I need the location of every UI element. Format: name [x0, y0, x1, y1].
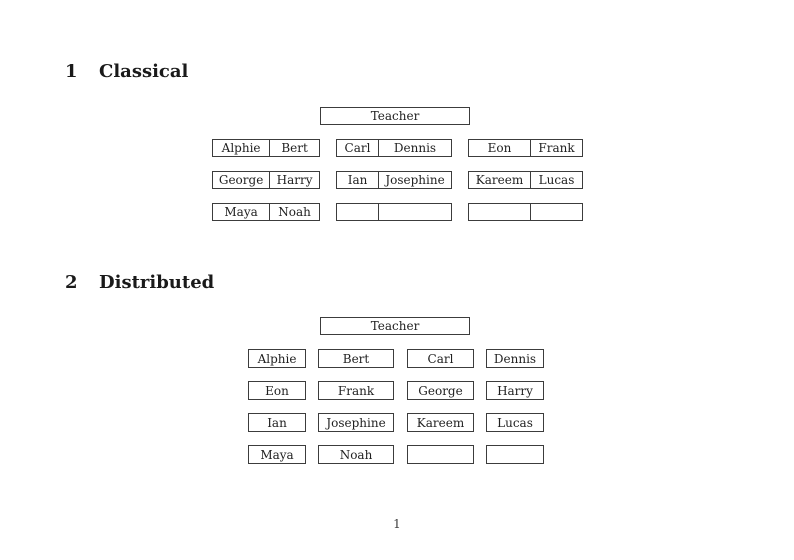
section-heading-distributed: 2 Distributed: [65, 272, 214, 294]
desk-seat: Lucas: [530, 172, 582, 188]
section-heading-classical: 1 Classical: [65, 61, 188, 83]
section-number: 2: [65, 272, 78, 293]
desk-table: Maya Noah: [212, 203, 320, 221]
desk-seat: George: [218, 173, 264, 187]
student-box: Eon: [248, 381, 306, 400]
desk-seat: Dennis: [378, 140, 451, 156]
desk-table-empty: [336, 203, 452, 221]
student-box: Lucas: [486, 413, 544, 432]
teacher-box: Teacher: [320, 107, 470, 125]
desk-seat-empty: [378, 204, 451, 220]
desk-table: Kareem Lucas: [468, 171, 583, 189]
desk-seat: Carl: [344, 141, 371, 155]
student-box: Maya: [248, 445, 306, 464]
section-title: Distributed: [99, 272, 215, 293]
desk-seat: Alphie: [221, 141, 261, 155]
section-title: Classical: [99, 61, 189, 82]
section-number: 1: [65, 61, 78, 82]
student-box: Kareem: [407, 413, 474, 432]
desk-table-empty: [468, 203, 583, 221]
desk-seat: Kareem: [475, 173, 524, 187]
desk-seat: Maya: [224, 205, 258, 219]
student-box: Frank: [318, 381, 394, 400]
student-box: Dennis: [486, 349, 544, 368]
student-box: Carl: [407, 349, 474, 368]
page-number: 1: [393, 517, 401, 531]
desk-seat: Bert: [269, 140, 319, 156]
desk-seat-empty: [337, 204, 378, 220]
desk-table: George Harry: [212, 171, 320, 189]
desk-seat-empty: [469, 204, 530, 220]
desk-seat: Frank: [530, 140, 582, 156]
desk-table: Ian Josephine: [336, 171, 452, 189]
student-box: Harry: [486, 381, 544, 400]
desk-table: Eon Frank: [468, 139, 583, 157]
student-box: Bert: [318, 349, 394, 368]
desk-seat: Noah: [269, 204, 319, 220]
desk-seat: Eon: [487, 141, 512, 155]
desk-table: Alphie Bert: [212, 139, 320, 157]
student-box-empty: [486, 445, 544, 464]
desk-seat: Ian: [347, 173, 368, 187]
desk-seat-empty: [530, 204, 582, 220]
teacher-box: Teacher: [320, 317, 470, 335]
desk-seat: Harry: [269, 172, 319, 188]
student-box: Josephine: [318, 413, 394, 432]
student-box: George: [407, 381, 474, 400]
student-box-empty: [407, 445, 474, 464]
student-box: Ian: [248, 413, 306, 432]
student-box: Alphie: [248, 349, 306, 368]
student-box: Noah: [318, 445, 394, 464]
desk-seat: Josephine: [378, 172, 451, 188]
desk-table: Carl Dennis: [336, 139, 452, 157]
